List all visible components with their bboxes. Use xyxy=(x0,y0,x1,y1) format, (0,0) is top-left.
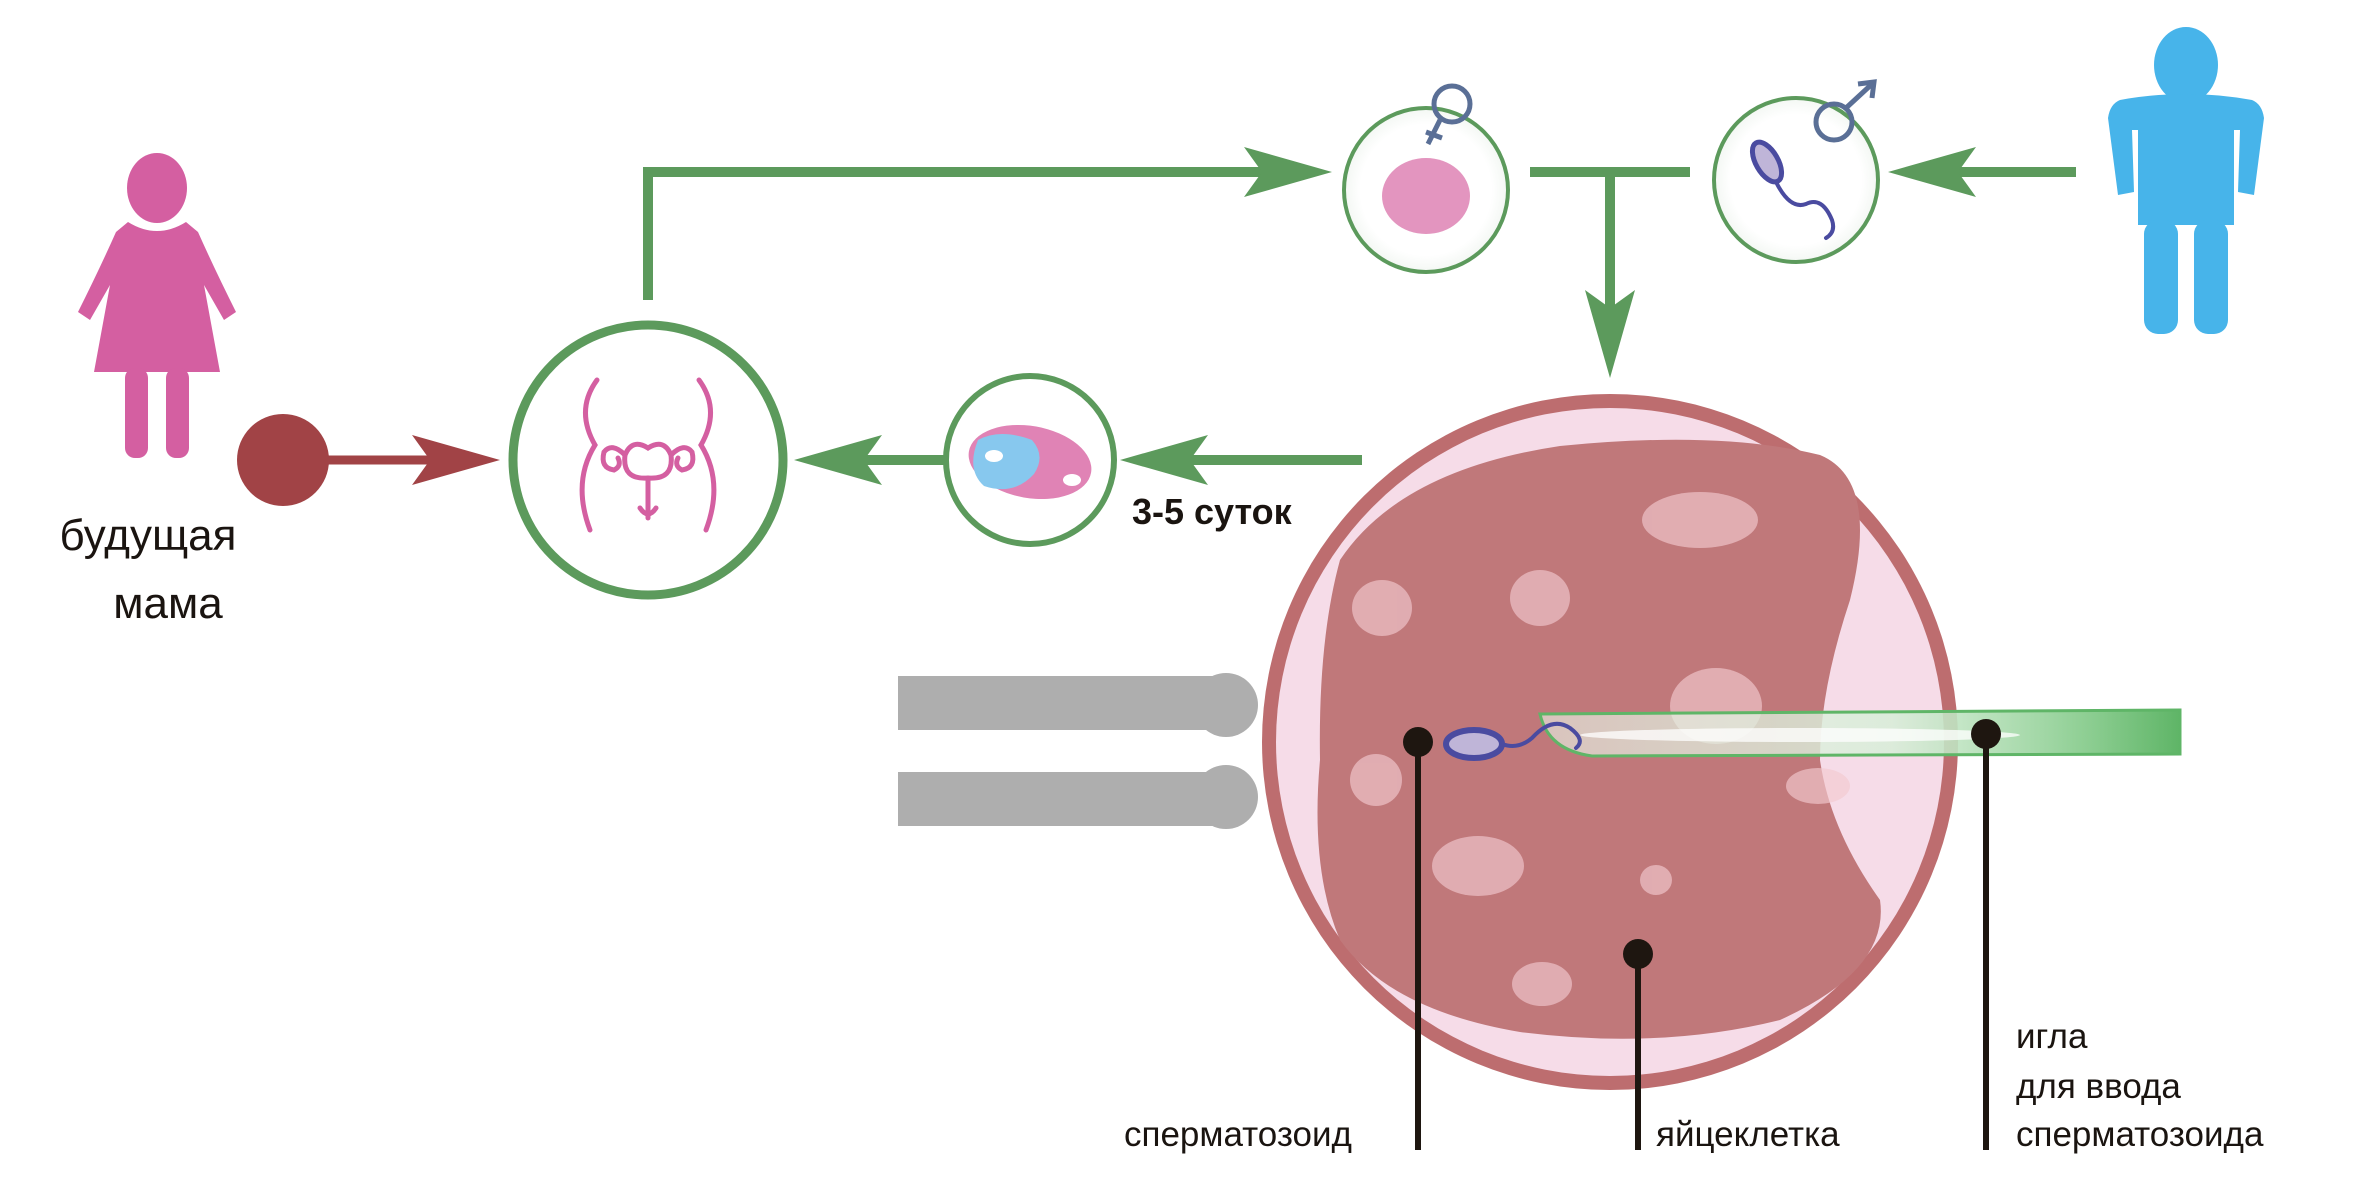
mother-label-line2: мама xyxy=(113,579,223,628)
egg-label: яйцеклетка xyxy=(1656,1115,1840,1154)
mother-arrow xyxy=(237,414,500,506)
mother-label-line1: будущая xyxy=(60,511,237,560)
woman-figure-icon xyxy=(78,153,236,458)
sperm-cell-icon xyxy=(1712,79,1880,264)
arrow-to-oocyte xyxy=(643,167,1262,300)
needle-pointer-dot xyxy=(1971,719,2001,749)
needle-label-line1: игла xyxy=(2016,1017,2088,1056)
man-figure-icon xyxy=(2108,27,2264,334)
injection-needle xyxy=(1538,708,2182,758)
embryo-icon xyxy=(943,373,1117,547)
oocyte-icon xyxy=(1342,83,1510,274)
sperm-pointer-dot xyxy=(1403,727,1433,757)
needle-label-line3: сперматозоида xyxy=(2016,1115,2264,1154)
female-symbol-icon xyxy=(1425,83,1473,146)
uterus-icon xyxy=(508,320,788,600)
arrow-heads xyxy=(794,147,1976,485)
holding-pipette xyxy=(898,673,1258,829)
process-arrows xyxy=(643,167,2076,465)
pointers xyxy=(1403,719,2001,1150)
days-label: 3-5 суток xyxy=(1132,491,1293,532)
needle-label-line2: для ввода xyxy=(2016,1067,2181,1106)
sperm-label: сперматозоид xyxy=(1124,1115,1352,1154)
egg-pointer-dot xyxy=(1623,939,1653,969)
injected-sperm-icon xyxy=(1443,721,1582,761)
male-symbol-icon xyxy=(1813,79,1877,143)
